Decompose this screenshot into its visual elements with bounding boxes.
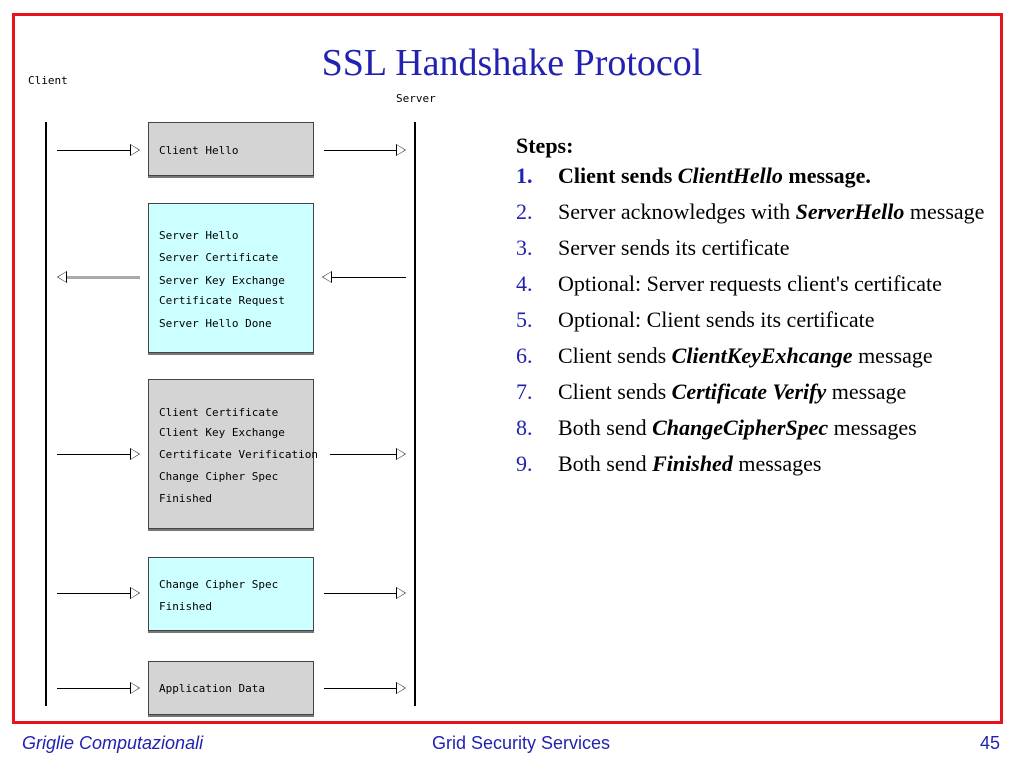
- arrow-client-to-box: [57, 150, 131, 151]
- box-line: Finished: [159, 492, 212, 505]
- list-item: 8. Both send ChangeCipherSpec messages: [516, 415, 986, 441]
- arrowhead-right-icon: [130, 587, 140, 599]
- arrowhead-left-icon: [57, 271, 67, 283]
- step-number: 3.: [516, 235, 533, 260]
- arrow-box-to-server: [324, 688, 396, 689]
- step-text: Server sends its certificate: [558, 235, 790, 260]
- arrow-box-to-server: [324, 150, 396, 151]
- step-text: message.: [782, 163, 871, 188]
- arrow-box-to-server: [330, 454, 396, 455]
- message-box-application-data: Application Data: [148, 661, 314, 715]
- arrow-server-to-box: [332, 277, 406, 278]
- box-line: Change Cipher Spec: [159, 470, 279, 483]
- footer-page-number: 45: [980, 733, 1001, 753]
- step-number: 8.: [516, 415, 533, 440]
- list-item: 5. Optional: Client sends its certificat…: [516, 307, 986, 333]
- arrowhead-right-icon: [130, 682, 140, 694]
- step-text: message: [852, 343, 933, 368]
- list-item: 3. Server sends its certificate: [516, 235, 986, 261]
- arrowhead-right-icon: [396, 682, 406, 694]
- step-text: message: [826, 379, 907, 404]
- slide-title: SSL Handshake Protocol: [321, 42, 703, 84]
- list-item: 4. Optional: Server requests client's ce…: [516, 271, 986, 297]
- box-line: Certificate Verification: [159, 448, 318, 461]
- step-number: 1.: [516, 163, 533, 188]
- client-lifeline: [45, 122, 47, 706]
- arrowhead-right-icon: [130, 144, 140, 156]
- message-box-client-certificate: Client Certificate Client Key Exchange C…: [148, 379, 318, 529]
- arrowhead-right-icon: [396, 448, 406, 460]
- step-text: Both send: [558, 451, 653, 476]
- step-emphasis: ClientHello: [677, 163, 783, 188]
- arrow-client-to-box: [57, 593, 131, 594]
- step-emphasis: ChangeCipherSpec: [652, 415, 829, 440]
- step-text: Optional: Client sends its certificate: [558, 307, 875, 332]
- step-text: Client sends: [558, 163, 678, 188]
- box-line: Client Certificate: [159, 406, 279, 419]
- step-text: messages: [732, 451, 822, 476]
- step-text: message: [904, 199, 985, 224]
- footer-course: Griglie Computazionali: [22, 733, 204, 753]
- list-item: 6. Client sends ClientKeyExhcange messag…: [516, 343, 986, 369]
- steps-list: 1. Client sends ClientHello message. 2. …: [516, 163, 986, 477]
- step-emphasis: Finished: [652, 451, 733, 476]
- box-line: Application Data: [159, 682, 265, 695]
- box-line: Server Hello Done: [159, 317, 272, 330]
- box-line: Client Key Exchange: [159, 426, 285, 439]
- step-number: 6.: [516, 343, 533, 368]
- list-item: 9. Both send Finished messages: [516, 451, 986, 477]
- box-line: Server Key Exchange: [159, 274, 285, 287]
- arrow-client-to-box: [57, 688, 131, 689]
- step-emphasis: Certificate Verify: [671, 379, 827, 404]
- step-number: 2.: [516, 199, 533, 224]
- box-line: Certificate Request: [159, 294, 285, 307]
- step-emphasis: ClientKeyExhcange: [671, 343, 853, 368]
- step-text: Server acknowledges with: [558, 199, 796, 224]
- step-text: Client sends: [558, 343, 672, 368]
- message-box-change-cipher-spec: Change Cipher Spec Finished: [148, 557, 314, 631]
- box-line: Server Certificate: [159, 251, 279, 264]
- arrowhead-right-icon: [396, 144, 406, 156]
- message-box-client-hello: Client Hello: [148, 122, 314, 176]
- footer-topic: Grid Security Services: [432, 733, 611, 753]
- list-item: 1. Client sends ClientHello message.: [516, 163, 986, 189]
- arrow-box-to-client: [67, 276, 140, 279]
- steps-panel: Steps: 1. Client sends ClientHello messa…: [516, 133, 986, 487]
- step-text: Both send: [558, 415, 653, 440]
- arrowhead-left-icon: [322, 271, 332, 283]
- slide-frame: [12, 13, 1003, 724]
- box-line: Change Cipher Spec: [159, 578, 279, 591]
- arrow-client-to-box: [57, 454, 131, 455]
- step-number: 5.: [516, 307, 533, 332]
- step-number: 7.: [516, 379, 533, 404]
- client-label: Client: [28, 74, 68, 87]
- arrowhead-right-icon: [396, 587, 406, 599]
- step-text: Optional: Server requests client's certi…: [558, 271, 942, 296]
- server-label: Server: [396, 92, 436, 105]
- step-emphasis: ServerHello: [795, 199, 905, 224]
- box-line: Client Hello: [159, 144, 239, 157]
- step-number: 9.: [516, 451, 533, 476]
- steps-heading: Steps:: [516, 133, 574, 158]
- box-line: Finished: [159, 600, 212, 613]
- arrow-box-to-server: [324, 593, 396, 594]
- list-item: 7. Client sends Certificate Verify messa…: [516, 379, 986, 405]
- list-item: 2. Server acknowledges with ServerHello …: [516, 199, 986, 225]
- server-lifeline: [414, 122, 416, 706]
- box-line: Server Hello: [159, 229, 239, 242]
- step-number: 4.: [516, 271, 533, 296]
- step-text: Client sends: [558, 379, 672, 404]
- message-box-server-hello: Server Hello Server Certificate Server K…: [148, 203, 314, 353]
- step-text: messages: [828, 415, 917, 440]
- arrowhead-right-icon: [130, 448, 140, 460]
